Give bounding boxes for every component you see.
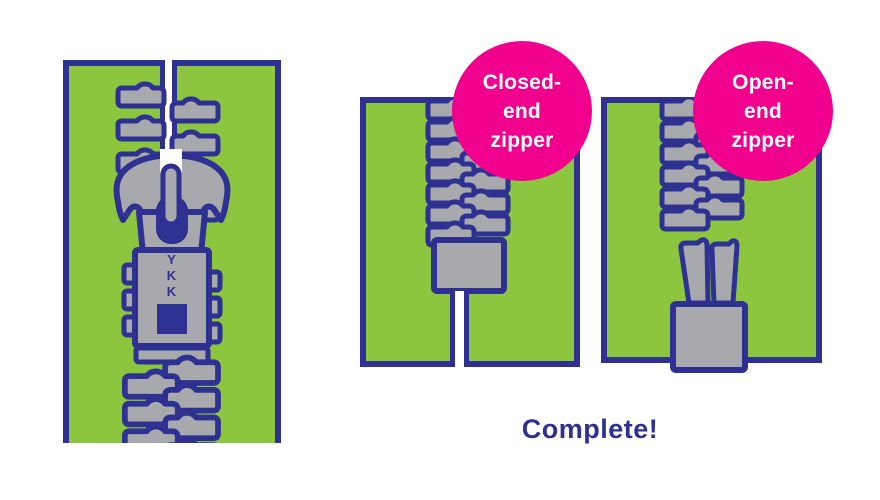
open-end-badge-label: Open- end zipper [731, 70, 795, 152]
slider-brand-text: YKK [166, 252, 177, 299]
open-end-badge: Open- end zipper [693, 41, 833, 181]
closed-end-badge: Closed- end zipper [452, 41, 592, 181]
closed-end-badge-label: Closed- end zipper [482, 70, 562, 152]
caption-complete: Complete! [521, 414, 659, 444]
retainer-box [670, 301, 748, 373]
open-seam [165, 60, 172, 160]
bottom-seam [455, 291, 464, 367]
pull-tab-bar [160, 163, 182, 227]
slider-logo-square [157, 304, 187, 334]
insertion-pins [678, 237, 740, 306]
zipper-closeup-illustration [63, 60, 281, 443]
bottom-stop [431, 237, 507, 294]
